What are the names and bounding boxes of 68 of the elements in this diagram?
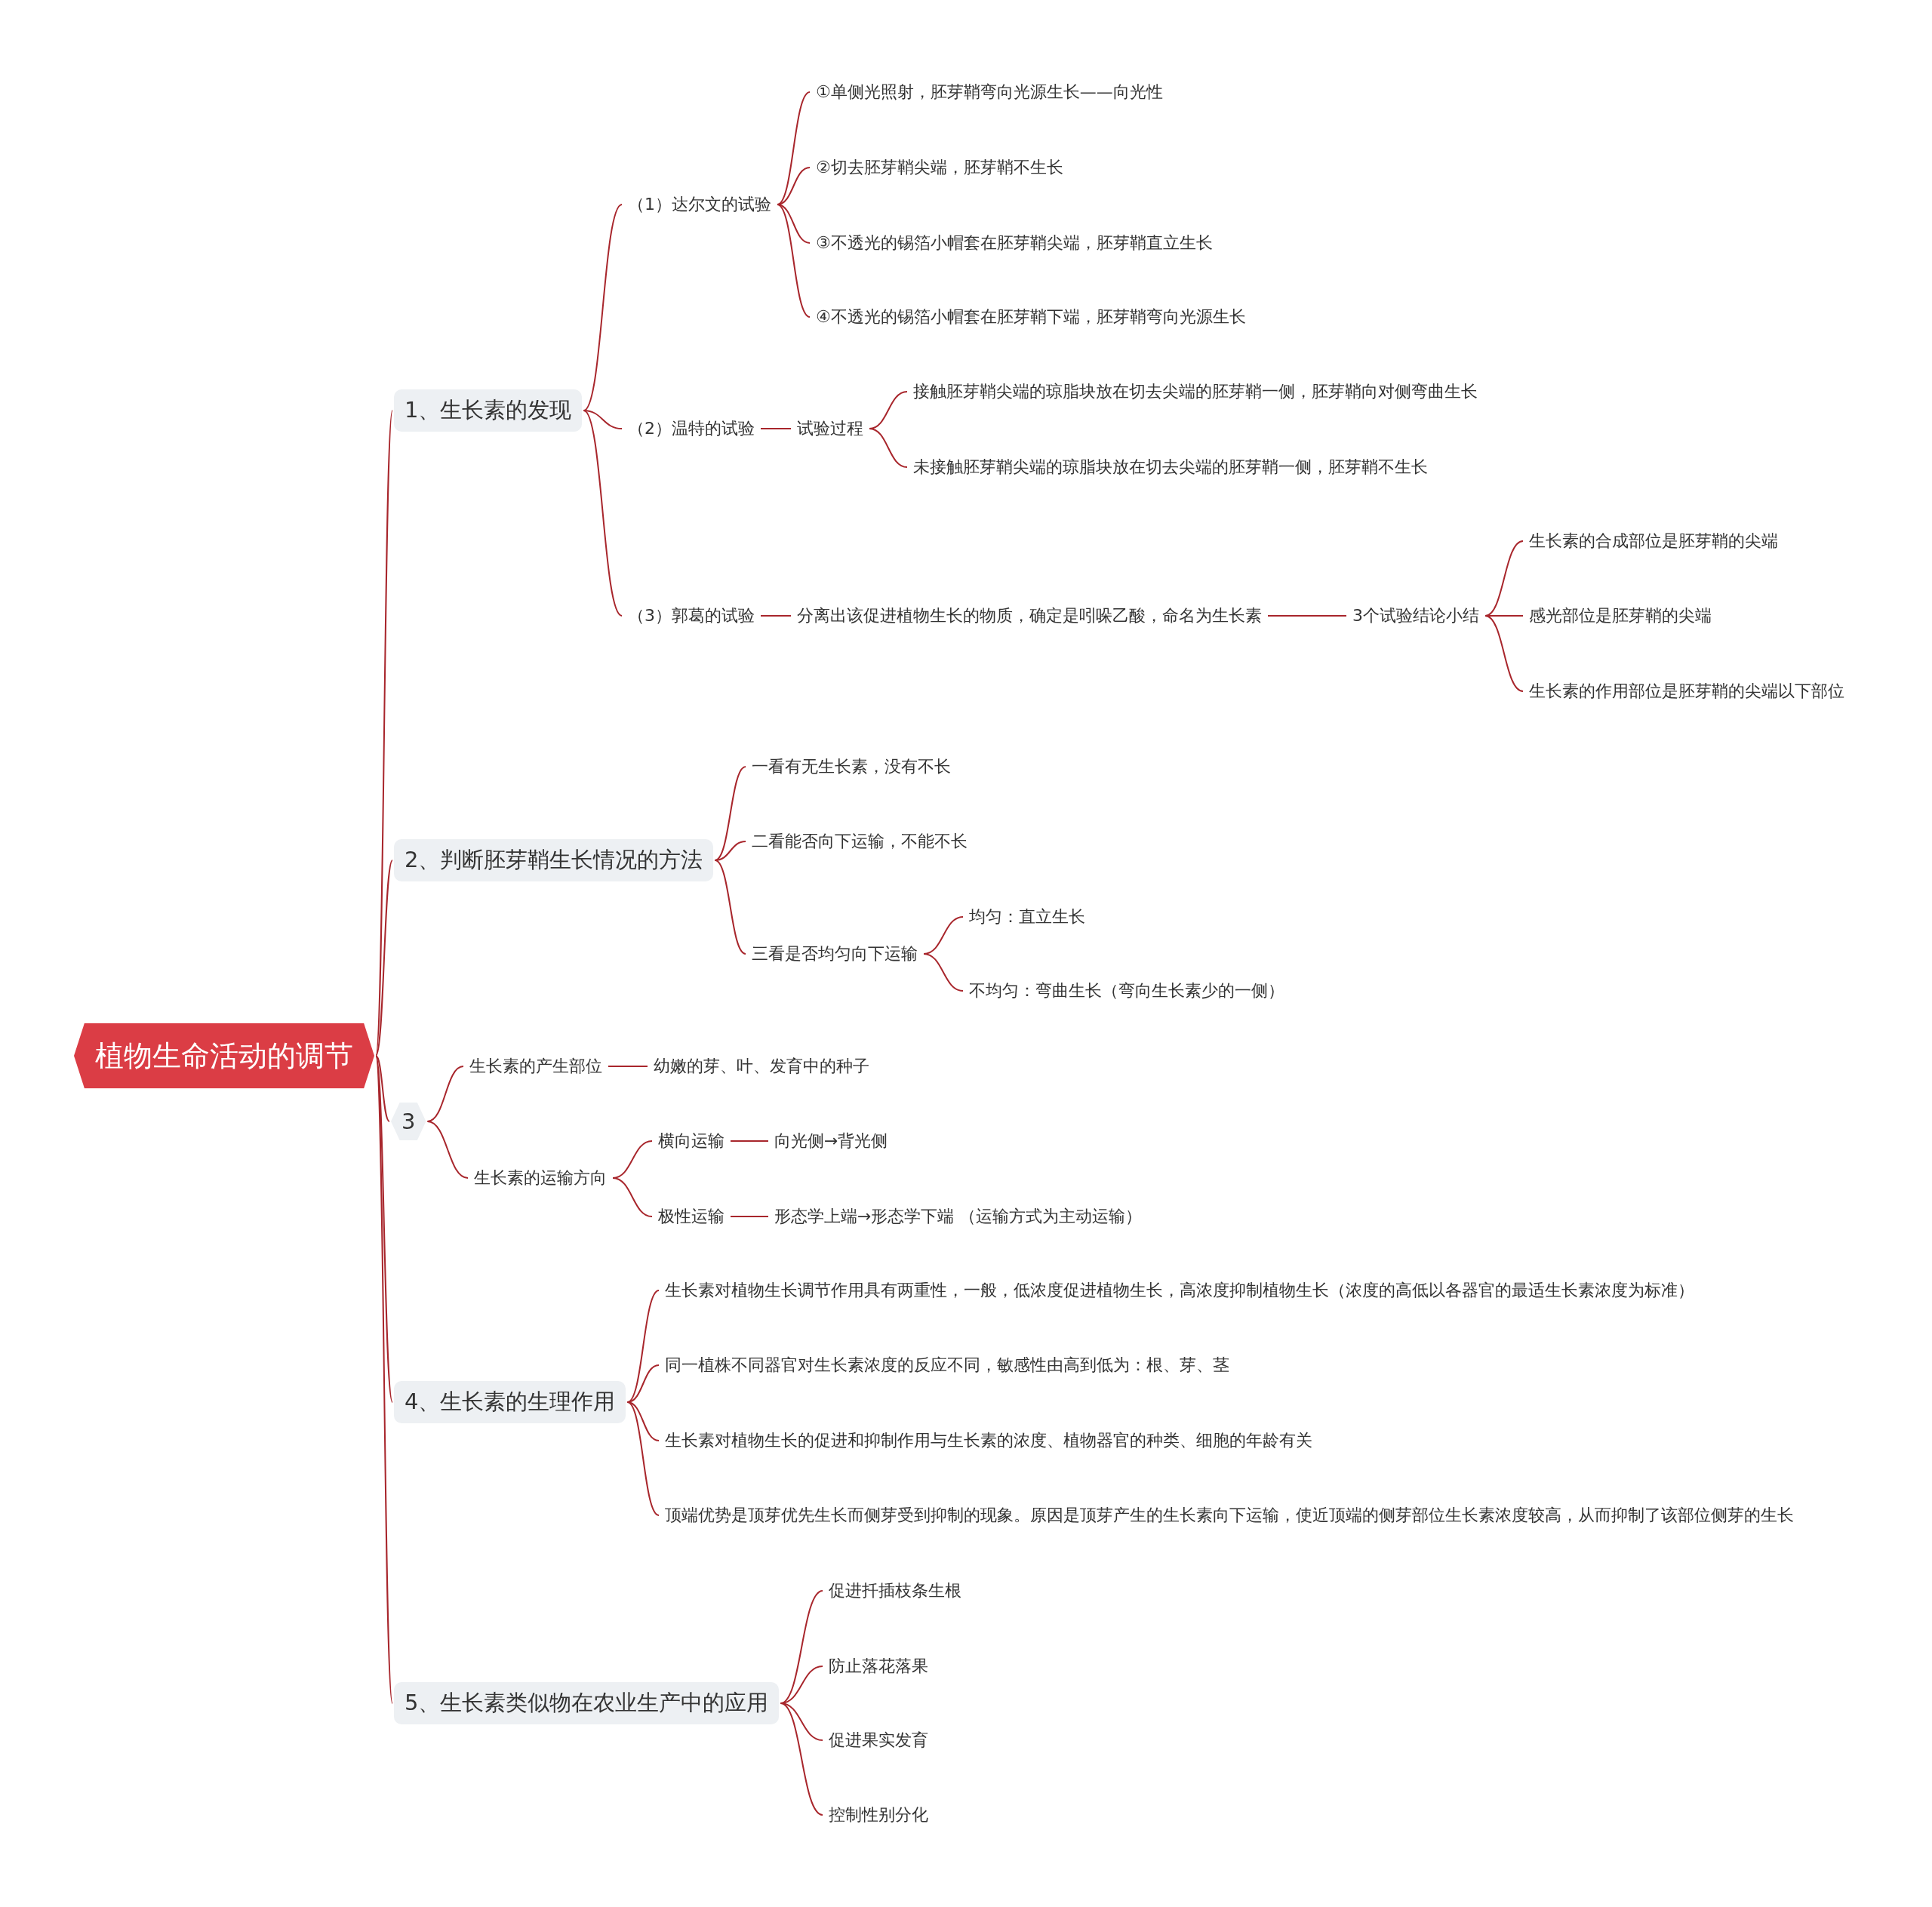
subtopic-text: 向光侧→背光侧 [770, 1127, 893, 1155]
subtopic-text: 生长素的运输方向 [469, 1164, 611, 1192]
connector-line [714, 766, 746, 861]
subtopic-text: 分离出该促进植物生长的物质，确定是吲哚乙酸，命名为生长素 [792, 601, 1266, 630]
connector-line [612, 1177, 653, 1217]
connector-line [375, 1055, 393, 1403]
subtopic-text: 未接触胚芽鞘尖端的琼脂块放在切去尖端的胚芽鞘一侧，胚芽鞘不生长 [909, 453, 1432, 481]
topic-box: 5、生长素类似物在农业生产中的应用 [394, 1682, 780, 1724]
subtopic-text: 生长素的作用部位是胚芽鞘的尖端以下部位 [1524, 677, 1849, 706]
subtopic-text: ③不透光的锡箔小帽套在胚芽鞘尖端，胚芽鞘直立生长 [811, 229, 1217, 257]
connector-line [780, 1702, 823, 1816]
subtopic-text: 同一植株不同器官对生长素浓度的反应不同，敏感性由高到低为：根、芽、茎 [660, 1351, 1234, 1379]
subtopic-text: 生长素的产生部位 [465, 1052, 607, 1081]
connector-line [730, 1140, 769, 1142]
subtopic-text: 感光部位是胚芽鞘的尖端 [1524, 601, 1716, 630]
subtopic-text: 极性运输 [654, 1202, 729, 1231]
subtopic-text: （1）达尔文的试验 [623, 190, 776, 219]
connector-line [760, 615, 792, 617]
subtopic-text: ④不透光的锡箔小帽套在胚芽鞘下端，胚芽鞘弯向光源生长 [811, 303, 1251, 331]
connector-line [777, 204, 811, 244]
subtopic-text: 顶端优势是顶芽优先生长而侧芽受到抑制的现象。原因是顶芽产生的生长素向下运输，使近顶端的侧芽部位生长素浓度较高，从而抑制了该部位侧芽的生长 [660, 1501, 1798, 1530]
connector-line [375, 1055, 390, 1122]
subtopic-text: 控制性别分化 [824, 1801, 933, 1829]
subtopic-text: 促进扦插枝条生根 [824, 1576, 966, 1605]
subtopic-text: ①单侧光照射，胚芽鞘弯向光源生长——向光性 [811, 78, 1168, 106]
topic-box: 2、判断胚芽鞘生长情况的方法 [394, 839, 714, 881]
subtopic-text: 生长素的合成部位是胚芽鞘的尖端 [1524, 527, 1783, 555]
connector-line [375, 860, 393, 1057]
connector-line [375, 1055, 393, 1704]
subtopic-text: 防止落花落果 [824, 1652, 933, 1681]
connector-line [583, 204, 623, 411]
subtopic-text: 横向运输 [654, 1127, 729, 1155]
subtopic-text: 接触胚芽鞘尖端的琼脂块放在切去尖端的胚芽鞘一侧，胚芽鞘向对侧弯曲生长 [909, 377, 1482, 406]
connector-line [583, 410, 623, 429]
topic-box: 4、生长素的生理作用 [394, 1381, 626, 1423]
connector-line [626, 1290, 660, 1403]
connector-line [1267, 615, 1347, 617]
subtopic-text: 一看有无生长素，没有不长 [747, 752, 955, 781]
topic-box: 1、生长素的发现 [394, 389, 583, 432]
connector-line [375, 410, 393, 1057]
subtopic-text: 幼嫩的芽、叶、发育中的种子 [649, 1052, 874, 1081]
connector-line [426, 1121, 469, 1179]
connector-line [608, 1066, 648, 1067]
subtopic-text: 形态学上端→形态学下端 （运输方式为主动运输） [770, 1202, 1147, 1231]
subtopic-text: 生长素对植物生长的促进和抑制作用与生长素的浓度、植物器官的种类、细胞的年龄有关 [660, 1426, 1317, 1455]
connector-line [714, 860, 746, 955]
connector-line [777, 91, 811, 205]
subtopic-text: 二看能否向下运输，不能不长 [747, 827, 972, 856]
connector-line [626, 1401, 660, 1516]
connector-line [869, 428, 908, 468]
subtopic-text: 生长素对植物生长调节作用具有两重性，一般，低浓度促进植物生长，高浓度抑制植物生长（浓度的高低以各器官的最适生长素浓度为标准） [660, 1276, 1699, 1305]
subtopic-text: （2）温特的试验 [623, 414, 759, 443]
connector-line [1484, 615, 1524, 692]
subtopic-text: 三看是否均匀向下运输 [747, 940, 922, 968]
central-topic: 植物生命活动的调节 [74, 1023, 374, 1089]
subtopic-text: 不均匀：弯曲生长（弯向生长素少的一侧） [964, 977, 1289, 1005]
connector-line [583, 410, 623, 617]
connector-line [730, 1216, 769, 1217]
subtopic-text: （3）郭葛的试验 [623, 601, 759, 630]
subtopic-text: 试验过程 [792, 414, 868, 443]
connector-line [923, 953, 964, 992]
connector-line [1484, 540, 1524, 617]
subtopic-text: ②切去胚芽鞘尖端，胚芽鞘不生长 [811, 153, 1068, 182]
subtopic-text: 3个试验结论小结 [1348, 601, 1484, 630]
subtopic-text: 促进果实发育 [824, 1726, 933, 1755]
connector-line [777, 204, 811, 318]
subtopic-text: 均匀：直立生长 [964, 903, 1090, 931]
connector-line [760, 428, 792, 429]
